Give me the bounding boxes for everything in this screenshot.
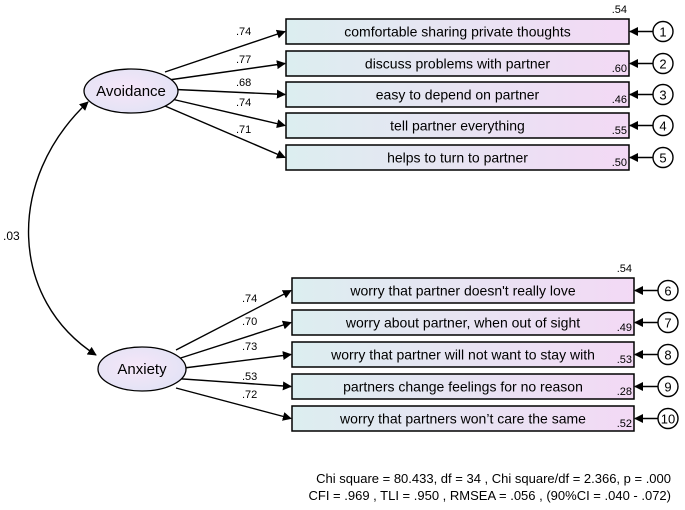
fit-line-1: Chi square = 80.433, df = 34 , Chi squar… — [316, 471, 671, 486]
latent-anxiety-ellipse — [97, 346, 187, 392]
error-label: 4 — [659, 119, 666, 134]
anxiety-loading-arrow — [175, 387, 292, 421]
error-label: 9 — [664, 380, 671, 395]
anxiety-indicator-box — [291, 309, 635, 336]
anxiety-loading-label: .74 — [242, 293, 257, 305]
anxiety-indicator-label: worry that partners won’t care the same — [339, 411, 586, 427]
anxiety-loading-arrow — [175, 320, 292, 361]
avoidance-loading-label: .71 — [236, 124, 251, 136]
anxiety-loading-label: .72 — [242, 389, 257, 401]
avoidance-loading-label: .74 — [236, 97, 251, 109]
error-circle — [657, 311, 679, 334]
latent-avoidance: Avoidance — [83, 68, 179, 114]
anxiety-indicator-box — [291, 341, 635, 368]
anxiety-loading-arrow — [175, 377, 292, 391]
error-label: 2 — [659, 57, 666, 72]
error-label: 7 — [664, 316, 671, 331]
avoidance-indicators: comfortable sharing private thoughts .54 d… — [285, 4, 630, 171]
anxiety-r-squared: .28 — [617, 386, 632, 398]
error-terms: 1 2 3 4 5 6 7 8 9 10 — [629, 20, 679, 430]
avoidance-indicator-label: easy to depend on partner — [376, 87, 540, 103]
anxiety-r-squared: .49 — [617, 322, 632, 334]
avoidance-r-squared: .60 — [612, 63, 627, 75]
anxiety-loading-label: .70 — [242, 316, 257, 328]
error-label: 8 — [664, 348, 671, 363]
avoidance-indicator-label: discuss problems with partner — [365, 56, 551, 72]
anxiety-r-squared: .53 — [617, 354, 632, 366]
latent-anxiety-label: Anxiety — [117, 361, 167, 378]
error-circle — [652, 83, 674, 106]
fit-line-2: CFI = .969 , TLI = .950 , RMSEA = .056 ,… — [308, 488, 671, 503]
anxiety-indicator-box — [291, 373, 635, 400]
anxiety-r-squared: .52 — [617, 418, 632, 430]
covariance-label: .03 — [3, 229, 20, 243]
avoidance-r-squared: .50 — [612, 157, 627, 169]
error-label: 6 — [664, 284, 671, 299]
anxiety-r-squared: .54 — [617, 263, 632, 275]
avoidance-indicator-label: tell partner everything — [390, 118, 525, 134]
avoidance-loading-arrow — [164, 29, 286, 73]
error-label: 1 — [659, 25, 666, 40]
anxiety-indicator-label: worry that partner doesn't really love — [349, 283, 575, 299]
avoidance-indicator-box — [285, 18, 630, 45]
avoidance-indicator-box — [285, 144, 630, 171]
avoidance-loading-label: .68 — [236, 77, 251, 89]
anxiety-loading-label: .53 — [242, 371, 257, 383]
error-circle — [657, 407, 679, 430]
error-circle — [657, 279, 679, 302]
avoidance-indicator-box — [285, 81, 630, 108]
avoidance-r-squared: .46 — [612, 94, 627, 106]
latent-avoidance-ellipse — [83, 68, 179, 114]
avoidance-loading-arrow — [164, 88, 286, 99]
avoidance-r-squared: .55 — [612, 125, 627, 137]
avoidance-loading-arrow — [164, 105, 286, 159]
error-circle — [657, 375, 679, 398]
avoidance-indicator-box — [285, 50, 630, 77]
anxiety-loading-paths: .74 .70 .73 .53 .72 — [175, 289, 292, 421]
anxiety-indicator-label: partners change feelings for no reason — [343, 379, 583, 395]
error-circle — [652, 114, 674, 137]
error-circle — [652, 20, 674, 43]
anxiety-indicator-label: worry about partner, when out of sight — [345, 315, 580, 331]
avoidance-r-squared: .54 — [612, 4, 627, 16]
error-circle — [652, 146, 674, 169]
error-label: 5 — [659, 151, 666, 166]
avoidance-loading-arrow — [164, 60, 286, 82]
error-circle — [657, 343, 679, 366]
error-circle — [652, 52, 674, 75]
anxiety-indicator-box — [291, 405, 635, 432]
model-fit-statistics: Chi square = 80.433, df = 34 , Chi squar… — [308, 470, 671, 504]
latent-anxiety: Anxiety — [97, 346, 187, 392]
anxiety-loading-label: .73 — [242, 341, 257, 353]
error-label: 3 — [659, 88, 666, 103]
avoidance-loading-arrow — [164, 96, 286, 129]
avoidance-indicator-label: helps to turn to partner — [387, 150, 528, 166]
error-label: 10 — [661, 412, 675, 427]
anxiety-indicator-label: worry that partner will not want to stay… — [330, 347, 595, 363]
anxiety-indicator-box — [291, 277, 635, 304]
anxiety-indicators: worry that partner doesn't really love .5… — [291, 263, 635, 432]
anxiety-loading-arrow — [175, 351, 292, 370]
avoidance-loading-paths: .74 .77 .68 .74 .71 — [164, 26, 286, 159]
avoidance-indicator-label: comfortable sharing private thoughts — [344, 24, 570, 40]
avoidance-indicator-box — [285, 112, 630, 139]
anxiety-loading-arrow — [175, 289, 292, 351]
avoidance-loading-label: .77 — [236, 54, 251, 66]
avoidance-loading-label: .74 — [236, 26, 251, 38]
covariance-arrow — [27, 101, 97, 356]
latent-avoidance-label: Avoidance — [96, 83, 166, 100]
